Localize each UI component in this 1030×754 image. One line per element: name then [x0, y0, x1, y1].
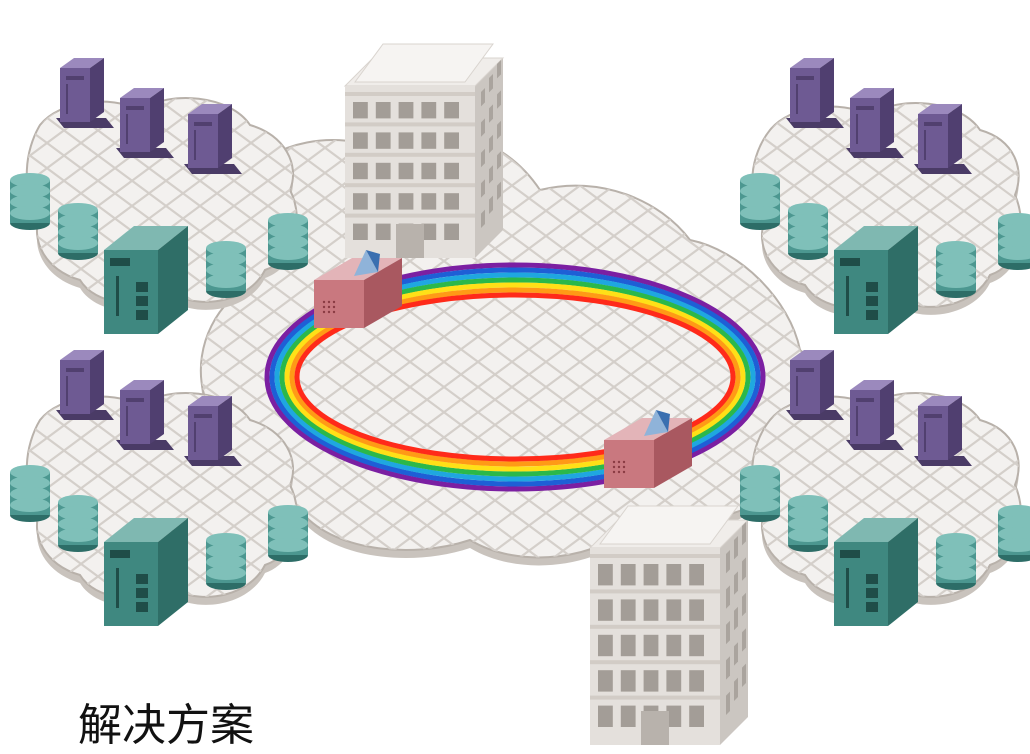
- server-bottom-left: [104, 518, 188, 626]
- storage-bottom-right-4: [998, 505, 1030, 562]
- storage-bottom-left-3: [206, 533, 246, 590]
- workstation-top-right-2: [846, 88, 904, 158]
- workstation-bottom-right-2: [846, 380, 904, 450]
- office-building-bottom: [588, 505, 750, 745]
- storage-top-left-4: [268, 213, 308, 270]
- ring-wavelength-1: [264, 262, 766, 492]
- storage-bottom-right-2: [788, 495, 828, 552]
- storage-top-right-2: [788, 203, 828, 260]
- server-top-left: [104, 226, 188, 334]
- ring-wavelength-2: [269, 267, 761, 487]
- workstation-bottom-left-1: [56, 350, 114, 420]
- storage-bottom-left-2: [58, 495, 98, 552]
- ring-wavelength-6: [289, 287, 741, 467]
- optical-switch-left: [314, 250, 402, 328]
- workstation-top-right-1: [786, 58, 844, 128]
- workstation-bottom-left-2: [116, 380, 174, 450]
- workstation-top-left-3: [184, 104, 242, 174]
- storage-bottom-right-3: [936, 533, 976, 590]
- workstation-bottom-right-1: [786, 350, 844, 420]
- ring-wavelength-7: [294, 292, 736, 462]
- storage-top-left-3: [206, 241, 246, 298]
- server-bottom-right: [834, 518, 918, 626]
- workstation-top-left-2: [116, 88, 174, 158]
- storage-top-right-4: [998, 213, 1030, 270]
- storage-bottom-left-4: [268, 505, 308, 562]
- server-top-right: [834, 226, 918, 334]
- storage-top-left-2: [58, 203, 98, 260]
- diagram-caption: 解决方案: [78, 700, 254, 751]
- workstation-top-left-1: [56, 58, 114, 128]
- office-building-top: [343, 43, 505, 258]
- storage-bottom-right-1: [740, 465, 780, 522]
- workstation-bottom-left-3: [184, 396, 242, 466]
- optical-switch-right: [604, 410, 692, 488]
- ring-wavelength-3: [274, 272, 756, 482]
- optical-ring: [264, 262, 766, 492]
- storage-top-right-1: [740, 173, 780, 230]
- storage-top-left-1: [10, 173, 50, 230]
- ring-wavelength-4: [279, 277, 751, 477]
- storage-top-right-3: [936, 241, 976, 298]
- workstation-top-right-3: [914, 104, 972, 174]
- ring-wavelength-5: [284, 282, 746, 472]
- storage-bottom-left-1: [10, 465, 50, 522]
- workstation-bottom-right-3: [914, 396, 972, 466]
